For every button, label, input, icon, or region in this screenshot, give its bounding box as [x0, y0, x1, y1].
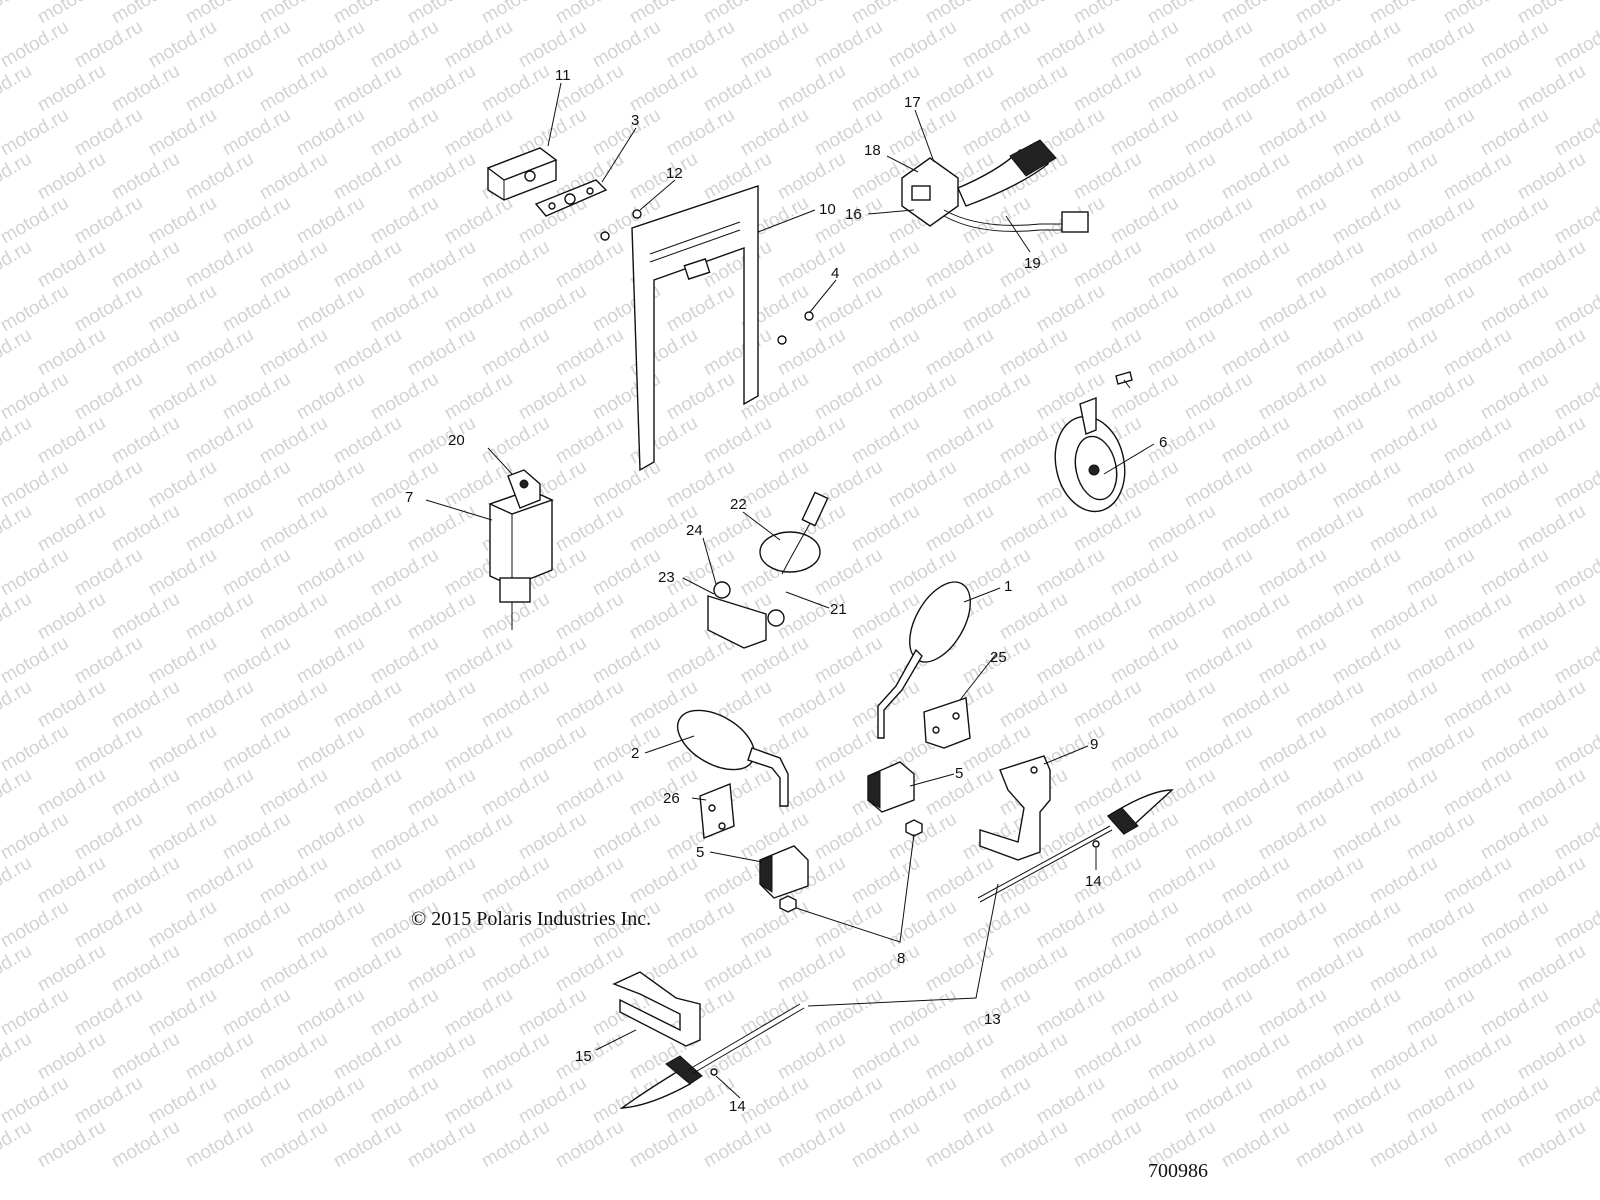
part-17-handlebar-switch[interactable]: [901, 139, 1089, 233]
part-15-bracket[interactable]: [612, 971, 701, 1047]
callout-6: 6: [1159, 434, 1167, 451]
part-23-24-switch-body[interactable]: [707, 581, 785, 649]
callout-20: 20: [448, 432, 465, 449]
part-2-left-mirror[interactable]: [668, 698, 789, 807]
callout-11: 11: [555, 67, 571, 84]
callout-1: 1: [1004, 578, 1012, 595]
callout-5-upper: 5: [955, 765, 963, 782]
callout-13: 13: [984, 1011, 1001, 1028]
callout-12: 12: [666, 165, 683, 182]
callout-14-upper: 14: [1085, 873, 1102, 890]
callout-10: 10: [819, 201, 836, 218]
part-26-bracket[interactable]: [699, 783, 735, 839]
part-8-nuts[interactable]: [779, 819, 923, 913]
diagram-number: 700986: [1148, 1160, 1208, 1182]
callout-21: 21: [830, 601, 847, 618]
copyright-notice: © 2015 Polaris Industries Inc.: [411, 908, 652, 930]
callout-9: 9: [1090, 736, 1098, 753]
leader-lines: [425, 82, 1155, 1099]
part-14-screws[interactable]: [710, 840, 1100, 1076]
callout-2: 2: [631, 745, 639, 762]
part-9-bracket[interactable]: [979, 755, 1051, 861]
part-11-lamp-housing[interactable]: [486, 147, 558, 201]
callout-14-lower: 14: [729, 1098, 746, 1115]
part-25-bracket[interactable]: [923, 697, 971, 749]
callout-8: 8: [897, 950, 905, 967]
part-1-right-mirror[interactable]: [877, 572, 983, 739]
part-13-turn-signal-right[interactable]: [977, 789, 1174, 903]
callout-5-lower: 5: [696, 844, 704, 861]
part-3-mount-plate[interactable]: [534, 179, 608, 217]
part-4-nuts[interactable]: [777, 311, 814, 345]
part-12-nuts[interactable]: [600, 209, 642, 241]
callout-4: 4: [831, 265, 839, 282]
callout-25: 25: [990, 649, 1007, 666]
part-10-plate-bracket[interactable]: [631, 185, 759, 472]
callout-15: 15: [575, 1048, 592, 1065]
part-6-horn[interactable]: [1047, 371, 1133, 518]
callout-7: 7: [405, 489, 413, 506]
part-13-turn-signal-left[interactable]: [619, 1003, 805, 1109]
part-5-cover-a[interactable]: [867, 761, 915, 813]
part-7-flasher-relay[interactable]: [488, 489, 554, 630]
callout-18: 18: [864, 142, 881, 159]
part-20-relay-clip[interactable]: [507, 469, 541, 509]
callout-16: 16: [845, 206, 862, 223]
callout-22: 22: [730, 496, 747, 513]
callout-19: 19: [1024, 255, 1041, 272]
callout-26: 26: [663, 790, 680, 807]
callout-3: 3: [631, 112, 639, 129]
part-5-cover-b[interactable]: [759, 845, 809, 899]
callout-23: 23: [658, 569, 675, 586]
callout-labels: 11 3 12 10 4 17 18 16 19 6 20 7 22 24 23…: [405, 67, 1167, 1115]
part-21-22-cable[interactable]: [759, 491, 829, 575]
callout-24: 24: [686, 522, 703, 539]
callout-17: 17: [904, 94, 921, 111]
